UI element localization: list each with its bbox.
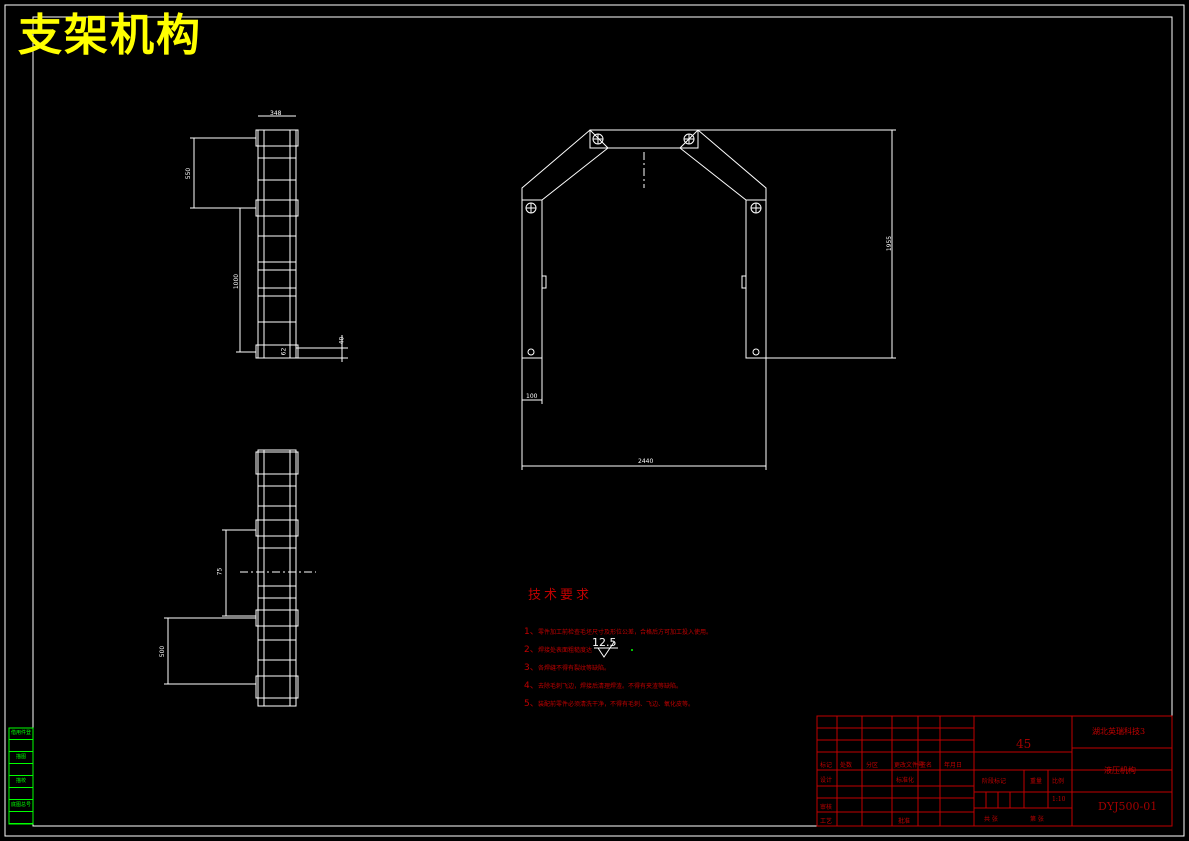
part-name: 液压机构 (1104, 766, 1136, 775)
tb-sheet-num: 第 张 (1030, 816, 1044, 823)
tb-mark: 标记 (820, 762, 833, 769)
drawing-title: 支架机构 (18, 10, 202, 61)
tech-item-1: 1、零件加工前检查毛坯尺寸及形位公差，合格后方可加工投入使用。 (524, 627, 713, 637)
outer-border (4, 4, 1185, 837)
dim-side-lower: 1000 (233, 273, 241, 290)
tech-requirements-list: 1、零件加工前检查毛坯尺寸及形位公差，合格后方可加工投入使用。 2、焊接处表面粗… (524, 623, 712, 713)
dim-side-foot: 40 (338, 336, 346, 345)
tb-change-doc: 更改文件号 (894, 762, 925, 769)
tb-signature: 签名 (920, 762, 933, 769)
dim-bottom-pitch: 75 (216, 567, 224, 576)
side-view-top (190, 115, 348, 362)
dim-front-width: 2440 (638, 458, 654, 465)
legend-cell (9, 788, 33, 800)
legend-cell: 描校 (9, 776, 33, 788)
school-name: 湖北英瑞科技3 (1092, 727, 1146, 736)
legend-cell: 描图 (9, 752, 33, 764)
material-label: 45 (1016, 737, 1032, 751)
legend-cell: 底图总号 (9, 800, 33, 812)
tech-item-3: 3、各焊缝不得有裂纹等缺陷。 (524, 663, 611, 673)
title-block-lines (816, 715, 1173, 827)
legend-cell (9, 764, 33, 776)
tb-design: 设计 (820, 777, 833, 784)
dim-front-height: 1955 (886, 235, 894, 252)
dim-side-foot-small: 62 (280, 347, 288, 356)
dim-bottom-lower: 500 (159, 645, 167, 658)
tech-item-5: 5、装配前零件必须清洗干净，不得有毛刺、飞边、氧化皮等。 (524, 699, 695, 709)
legend-cell: 借用件登记 (9, 728, 33, 740)
tech-item-2: 2、焊接处表面粗糙度达 (524, 645, 593, 655)
tb-ratio: 比例 (1052, 778, 1065, 785)
tb-scale: 1:10 (1052, 796, 1066, 803)
dim-side-width: 348 (270, 110, 282, 117)
tb-sheet-total: 共 张 (984, 816, 998, 823)
inner-border (32, 16, 1173, 827)
drawing-number: DYJ500-01 (1098, 800, 1158, 813)
tb-zone: 分区 (866, 762, 879, 769)
tb-date: 年月日 (944, 762, 963, 769)
tb-standardize: 标准化 (896, 777, 915, 784)
legend-cell (9, 740, 33, 752)
roughness-symbol (594, 641, 618, 658)
dim-side-upper: 550 (185, 167, 193, 180)
tech-item-4: 4、去除毛刺飞边，焊接后清理焊渣。不得有夹渣等缺陷。 (524, 681, 683, 691)
front-view (521, 129, 896, 470)
tb-weight: 重量 (1030, 778, 1043, 785)
tb-count: 处数 (840, 762, 853, 769)
tb-review: 审核 (820, 804, 833, 811)
tb-approve: 批准 (898, 818, 911, 825)
roughness-value: 12.5 (592, 636, 617, 649)
tb-stage-mark: 阶段标记 (982, 778, 1007, 785)
dim-front-left-offset: 100 (526, 393, 538, 400)
legend-column: 借用件登记 描图 描校 底图总号 (9, 728, 33, 824)
tb-process: 工艺 (820, 818, 833, 825)
tech-requirements-title: 技术要求 (528, 588, 593, 603)
legend-cell (9, 812, 33, 824)
side-view-bottom (164, 449, 316, 707)
